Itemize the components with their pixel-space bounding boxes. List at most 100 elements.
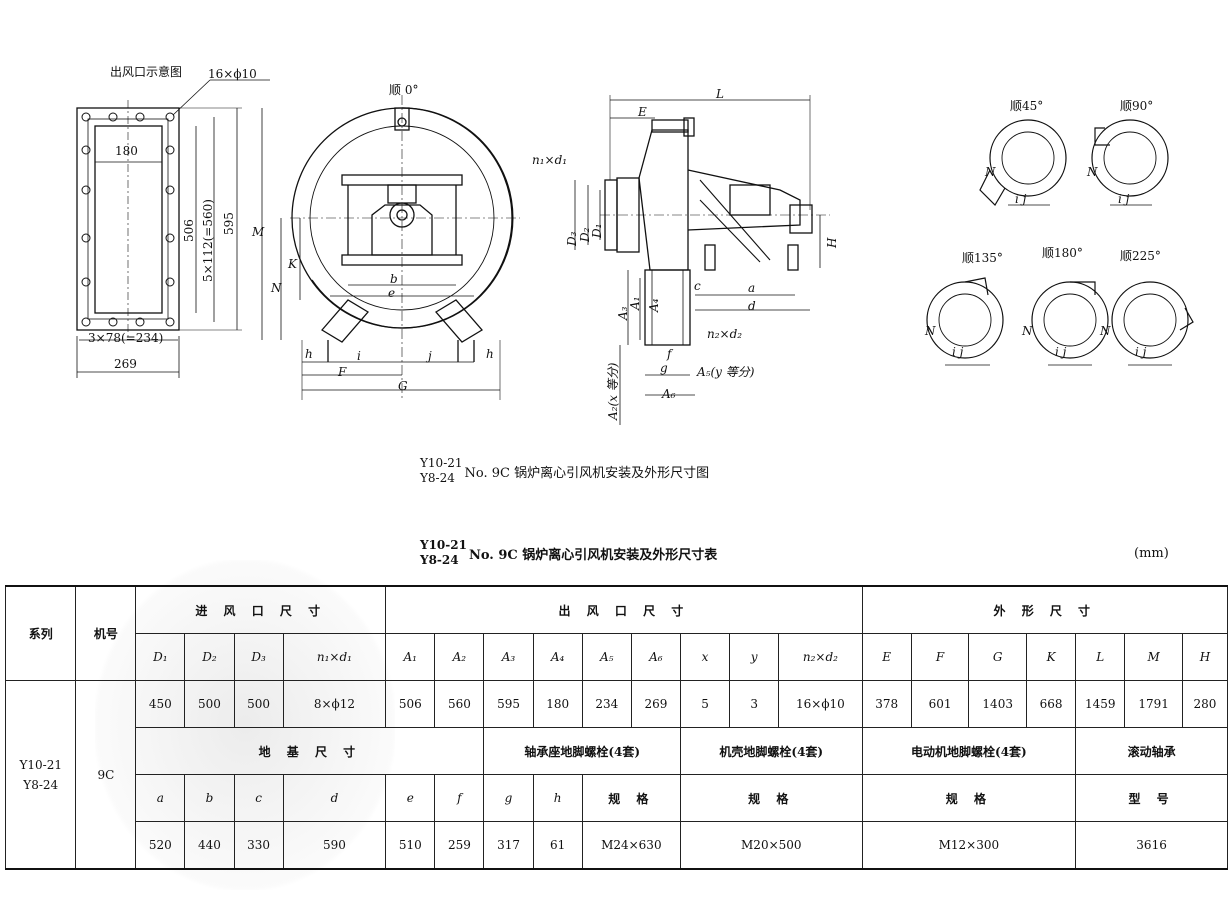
value-M: 1791 xyxy=(1124,680,1183,728)
header-g: g xyxy=(483,774,534,822)
motor-bolt-value: M12×300 xyxy=(861,821,1077,870)
dim-180: 180 xyxy=(115,144,138,158)
rotation-0-label: 顺 0° xyxy=(389,83,419,97)
value-e: 510 xyxy=(385,821,436,870)
sym-A2: A₂(x 等分) xyxy=(606,362,620,420)
side-view xyxy=(574,95,830,425)
value-f: 259 xyxy=(434,821,485,870)
sym-N-225: N xyxy=(1100,324,1111,338)
rotation-180-label: 顺180° xyxy=(1042,246,1083,260)
value-A4: 180 xyxy=(532,680,583,728)
technical-drawing: 出风口示意图 16×ϕ10 180 506 5×112(=560) 595 3×… xyxy=(0,0,1231,440)
sym-A5: A₅(y 等分) xyxy=(697,365,755,379)
caption-series-top: Y10-21 xyxy=(420,456,463,470)
header-A6: A₆ xyxy=(630,633,681,681)
value-g: 317 xyxy=(483,821,534,870)
sym-D1: D₁ xyxy=(590,223,604,238)
value-E: 378 xyxy=(861,680,912,728)
header-D1: D₁ xyxy=(135,633,186,681)
drawing-caption: Y10-21 Y8-24 No. 9C 锅炉离心引风机安装及外形尺寸图 xyxy=(420,456,709,486)
model-cell: 9C xyxy=(75,680,137,870)
model-header: 机号 xyxy=(75,585,137,681)
dim-506: 506 xyxy=(182,219,196,242)
sym-F: F xyxy=(338,365,347,379)
casing-bolt-header: 机壳地脚螺栓(4套) xyxy=(679,727,863,775)
header-h: h xyxy=(532,774,583,822)
rotation-45-label: 顺45° xyxy=(1010,99,1044,113)
dim-5x112: 5×112(=560) xyxy=(201,199,215,282)
rolling-bearing-header: 滚动轴承 xyxy=(1075,727,1228,775)
value-n2d2: 16×ϕ10 xyxy=(778,680,863,728)
inlet-group-header: 进 风 口 尺 寸 xyxy=(135,585,387,634)
header-H: H xyxy=(1181,633,1229,681)
value-D2: 500 xyxy=(184,680,235,728)
sym-H: H xyxy=(825,237,839,248)
rotation-135-label: 顺135° xyxy=(962,251,1003,265)
value-A5: 234 xyxy=(581,680,632,728)
value-K: 668 xyxy=(1026,680,1077,728)
dimension-header-row: D₁ D₂ D₃ n₁×d₁ A₁ A₂ A₃ A₄ A₅ A₆ x y n₂×… xyxy=(6,633,1229,681)
dimension-value-row: Y10-21 Y8-24 9C 450 500 500 8×ϕ12 506 56… xyxy=(4,680,1229,870)
bearing-bolt-header: 轴承座地脚螺栓(4套) xyxy=(483,727,681,775)
sym-ij-45: i j xyxy=(1015,192,1027,206)
sym-h-left: h xyxy=(305,347,313,361)
header-A4: A₄ xyxy=(532,633,583,681)
spec-table: 系列 机号 进 风 口 尺 寸 出 风 口 尺 寸 外 形 尺 寸 D₁ D₂ … xyxy=(4,585,1229,870)
header-c: c xyxy=(233,774,284,822)
hole-note: 16×ϕ10 xyxy=(208,67,257,81)
sym-ij-180: i j xyxy=(1055,345,1067,359)
foundation-group-header: 地 基 尺 寸 xyxy=(135,727,485,775)
series-value-2: Y8-24 xyxy=(23,777,59,792)
header-A5: A₅ xyxy=(581,633,632,681)
value-A1: 506 xyxy=(385,680,436,728)
motor-bolt-header: 电动机地脚螺栓(4套) xyxy=(861,727,1077,775)
motor-spec-label: 规 格 xyxy=(861,774,1077,822)
header-A1: A₁ xyxy=(385,633,436,681)
sym-N: N xyxy=(271,281,282,295)
sym-b: b xyxy=(390,272,398,286)
header-n1d1: n₁×d₁ xyxy=(282,633,387,681)
sym-j: j xyxy=(428,349,432,363)
series-header: 系列 xyxy=(4,585,77,681)
sym-ij-135: i j xyxy=(952,345,964,359)
sym-ij-225: i j xyxy=(1135,345,1147,359)
casing-bolt-value: M20×500 xyxy=(679,821,863,870)
sym-E: E xyxy=(638,105,647,119)
outline-group-header: 外 形 尺 寸 xyxy=(861,585,1229,634)
rotation-225-label: 顺225° xyxy=(1120,249,1161,263)
header-D3: D₃ xyxy=(233,633,284,681)
sym-N-45: N xyxy=(985,165,996,179)
series-value-1: Y10-21 xyxy=(19,757,62,772)
sym-d: d xyxy=(748,299,756,313)
sym-L: L xyxy=(716,87,724,101)
value-L: 1459 xyxy=(1075,680,1126,728)
header-E: E xyxy=(861,633,912,681)
dim-3x78: 3×78(=234) xyxy=(88,331,164,345)
foundation-group-row: 地 基 尺 寸 轴承座地脚螺栓(4套) 机壳地脚螺栓(4套) 电动机地脚螺栓(4… xyxy=(6,727,1228,775)
sym-A1: A₁ xyxy=(628,296,642,310)
value-A2: 560 xyxy=(434,680,485,728)
sym-g: g xyxy=(660,361,668,375)
value-y: 3 xyxy=(729,680,780,728)
sym-M: M xyxy=(252,225,265,239)
foundation-header-row: a b c d e f g h 规 格 规 格 规 格 型 号 xyxy=(6,774,1228,822)
bearing-spec-label: 规 格 xyxy=(581,774,681,822)
dim-269: 269 xyxy=(114,357,137,371)
value-d: 590 xyxy=(282,821,387,870)
header-n2d2: n₂×d₂ xyxy=(778,633,863,681)
header-d: d xyxy=(282,774,387,822)
value-D3: 500 xyxy=(233,680,284,728)
table-caption-text: No. 9C 锅炉离心引风机安装及外形尺寸表 xyxy=(468,547,718,563)
rolling-type-label: 型 号 xyxy=(1075,774,1228,822)
drawing-lines xyxy=(76,79,1194,425)
value-D1: 450 xyxy=(135,680,186,728)
header-a: a xyxy=(135,774,186,822)
caption-text: No. 9C 锅炉离心引风机安装及外形尺寸图 xyxy=(464,465,710,481)
sym-G: G xyxy=(398,379,408,393)
foundation-value-row: 520 440 330 590 510 259 317 61 M24×630 M… xyxy=(6,821,1228,870)
sym-n2d2: n₂×d₂ xyxy=(707,327,743,341)
front-view xyxy=(261,95,520,400)
header-f: f xyxy=(434,774,485,822)
header-K: K xyxy=(1026,633,1077,681)
caption-series-bottom: Y8-24 xyxy=(420,471,455,485)
